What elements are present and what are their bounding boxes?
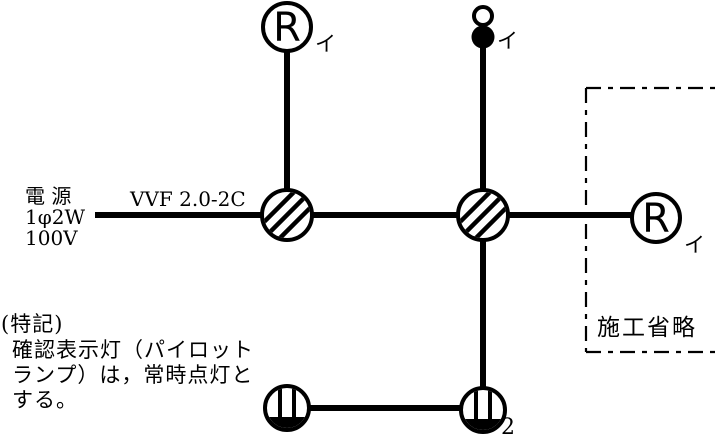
- omission-area-label: 施工省略: [597, 315, 697, 341]
- note-line2: ランプ）は，常時点灯と: [12, 363, 253, 387]
- ceiling-fixture-cap-icon: [472, 5, 494, 27]
- note-line1: 確認表示灯（パイロット: [12, 338, 254, 362]
- note-line3: する。: [12, 388, 78, 412]
- lamp-receptacle-right-label: R: [642, 196, 670, 242]
- outlet-right-detail: [463, 390, 503, 430]
- power-source-label-line1: 電 源: [25, 184, 71, 208]
- ceiling-fixture-subscript: イ: [497, 29, 518, 53]
- power-source-label-line3: 100V: [25, 226, 78, 250]
- outlet-left-detail: [267, 388, 307, 428]
- note-title: (特記): [1, 312, 63, 336]
- lamp-receptacle-top-label: R: [273, 5, 301, 51]
- cable-type-label: VVF 2.0-2C: [129, 187, 246, 211]
- lamp-receptacle-top-subscript: イ: [315, 32, 336, 56]
- lamp-receptacle-right-symbol: [630, 192, 682, 244]
- power-source-label-line2: 1φ2W: [25, 205, 85, 229]
- lamp-receptacle-top-symbol: [261, 1, 313, 53]
- outlet-right-count: 2: [501, 415, 515, 436]
- lamp-receptacle-right-subscript: イ: [684, 233, 705, 257]
- ceiling-fixture-body-icon: [471, 25, 495, 49]
